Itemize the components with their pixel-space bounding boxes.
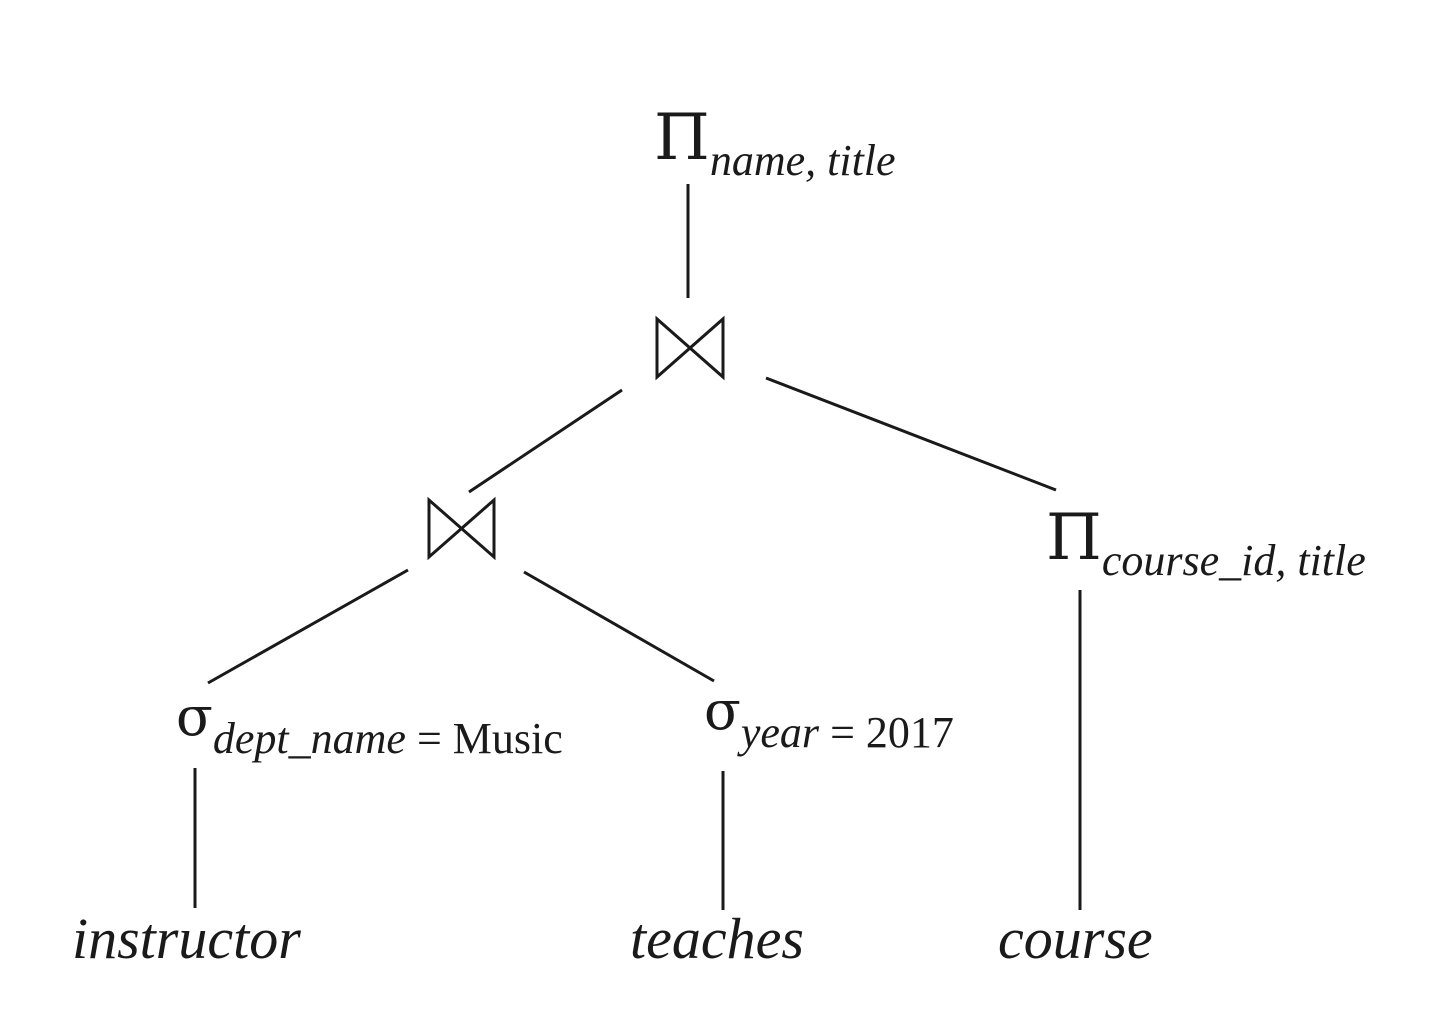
projection-symbol: Π (654, 101, 710, 175)
projection-symbol: Π (1046, 501, 1102, 575)
left-join-icon (427, 496, 496, 561)
relation-teaches: teaches (630, 906, 804, 971)
selection-operator: = (819, 708, 866, 757)
selection-symbol: σ (176, 685, 213, 748)
relation-instructor: instructor (72, 906, 301, 971)
selection-attribute: year (740, 708, 820, 757)
selection-year: σyear = 2017 (704, 684, 954, 755)
projection-attributes: course_id, title (1101, 536, 1366, 585)
selection-attribute: dept_name (212, 714, 406, 763)
root-projection: Πname, title (654, 106, 896, 183)
selection-symbol: σ (704, 679, 741, 742)
top-join-icon (655, 315, 725, 381)
projection-attributes: name, title (709, 136, 896, 185)
selection-dept-name: σdept_name = Music (176, 690, 563, 761)
right-projection: Πcourse_id, title (1046, 506, 1366, 583)
relation-course: course (998, 906, 1153, 971)
edge-left-join-to-select-year (523, 570, 715, 683)
edge-top-join-to-right-projection (765, 376, 1057, 492)
selection-operator: = (405, 714, 453, 763)
edge-top-join-to-left-join (468, 388, 623, 494)
selection-value: 2017 (865, 708, 954, 757)
edge-left-join-to-select-dept (207, 568, 409, 685)
selection-value: Music (452, 714, 563, 763)
